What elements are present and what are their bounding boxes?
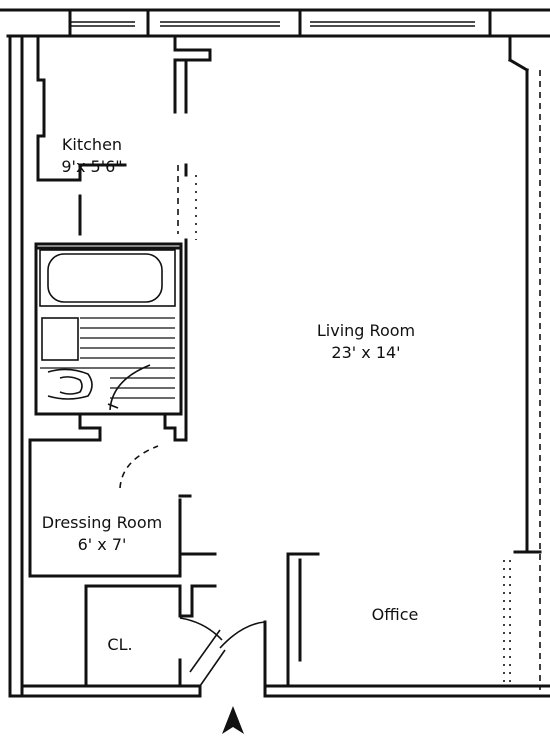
dressing-room: Dressing Room 6' x 7' xyxy=(42,445,217,578)
entrance-arrow-icon xyxy=(222,706,244,734)
kitchen-size: 9'x 5'6" xyxy=(61,157,122,176)
sink-icon xyxy=(41,317,79,361)
dressing-door-swing xyxy=(119,445,159,489)
dressing-room-size: 6' x 7' xyxy=(78,535,127,554)
entrance-door xyxy=(199,620,267,688)
toilet-icon xyxy=(47,368,93,400)
office-label: Office xyxy=(372,605,419,624)
kitchen: Kitchen 9'x 5'6" xyxy=(36,34,212,240)
office: Office xyxy=(286,550,542,688)
top-windows xyxy=(68,10,492,36)
kitchen-label: Kitchen xyxy=(62,135,122,154)
closet-label: CL. xyxy=(107,635,132,654)
dressing-room-label: Dressing Room xyxy=(42,513,162,532)
living-room-size: 23' x 14' xyxy=(331,343,400,362)
living-room: Living Room 23' x 14' xyxy=(317,321,415,362)
bathroom xyxy=(28,238,188,578)
closet-door-swing xyxy=(179,617,223,641)
bath-floor-tiles xyxy=(40,317,175,399)
living-room-label: Living Room xyxy=(317,321,415,340)
bathtub-icon xyxy=(47,253,163,303)
outer-walls xyxy=(0,8,550,698)
closet: CL. xyxy=(84,584,223,688)
